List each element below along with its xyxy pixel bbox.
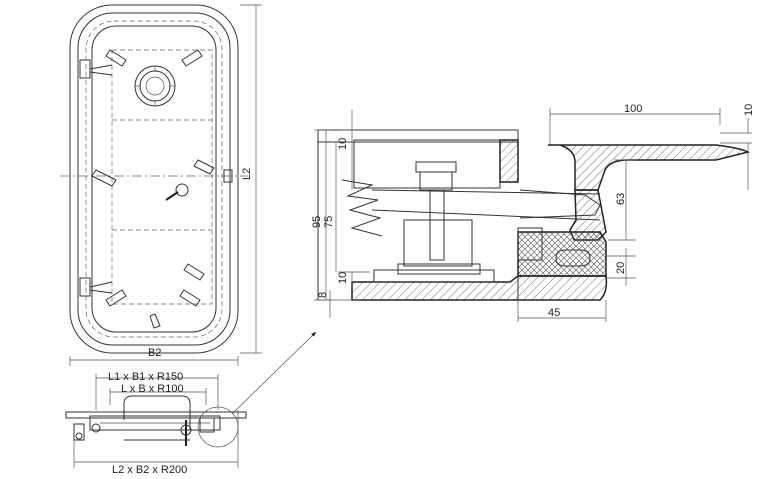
- insulation-block-bottom: [373, 269, 495, 283]
- label-45: 45: [548, 307, 560, 319]
- top-frame-bar: [65, 411, 247, 419]
- label-l2: L2: [241, 168, 253, 180]
- door-top-view: L1 x B1 x R150 L x B x R100 L2 x B2 x R2…: [65, 331, 317, 476]
- detail-leader: [231, 331, 317, 415]
- gasket-holder: [517, 227, 543, 261]
- label-b2: B2: [148, 347, 161, 359]
- top-hinge: [73, 423, 85, 441]
- door-gasket-line: [85, 20, 223, 338]
- handle: [165, 183, 189, 201]
- hinge-top: [79, 59, 113, 79]
- rubber-gasket: [517, 231, 607, 277]
- label-10-right: 10: [743, 104, 755, 116]
- hinge-bottom: [79, 277, 113, 297]
- label-20: 20: [615, 262, 627, 274]
- door-flange: [548, 144, 751, 191]
- bolt-assembly: [397, 161, 481, 275]
- insulation-block-top: [353, 139, 501, 189]
- door-leaf: [91, 25, 217, 333]
- door-frame-inner: [77, 12, 231, 346]
- door-outer-frame: [69, 4, 239, 354]
- porthole: [134, 65, 176, 107]
- label-10-top: 10: [337, 138, 349, 150]
- side-lug: [223, 169, 233, 183]
- detail-circle: [197, 406, 239, 448]
- label-75: 75: [323, 216, 335, 228]
- label-63: 63: [615, 193, 627, 205]
- top-stiffener: [123, 395, 191, 430]
- leaf-edge: [499, 139, 519, 183]
- cleats: [91, 49, 215, 329]
- label-l1-b1-r150: L1 x B1 x R150: [108, 371, 183, 383]
- label-l-b-r100: L x B x R100: [121, 383, 184, 395]
- label-l2-b2-r200: L2 x B2 x R200: [112, 464, 187, 476]
- top-door-leaf: [89, 415, 221, 431]
- label-10-mid: 10: [337, 272, 349, 284]
- label-95: 95: [311, 216, 323, 228]
- door-stiffener-frame: [111, 49, 213, 305]
- break-line: [341, 179, 383, 237]
- label-100: 100: [624, 103, 642, 115]
- door-front-view: L2 B2: [60, 4, 262, 366]
- label-8: 8: [317, 292, 329, 298]
- bottom-channel: [351, 275, 608, 301]
- section-detail: 100 10: [311, 103, 755, 322]
